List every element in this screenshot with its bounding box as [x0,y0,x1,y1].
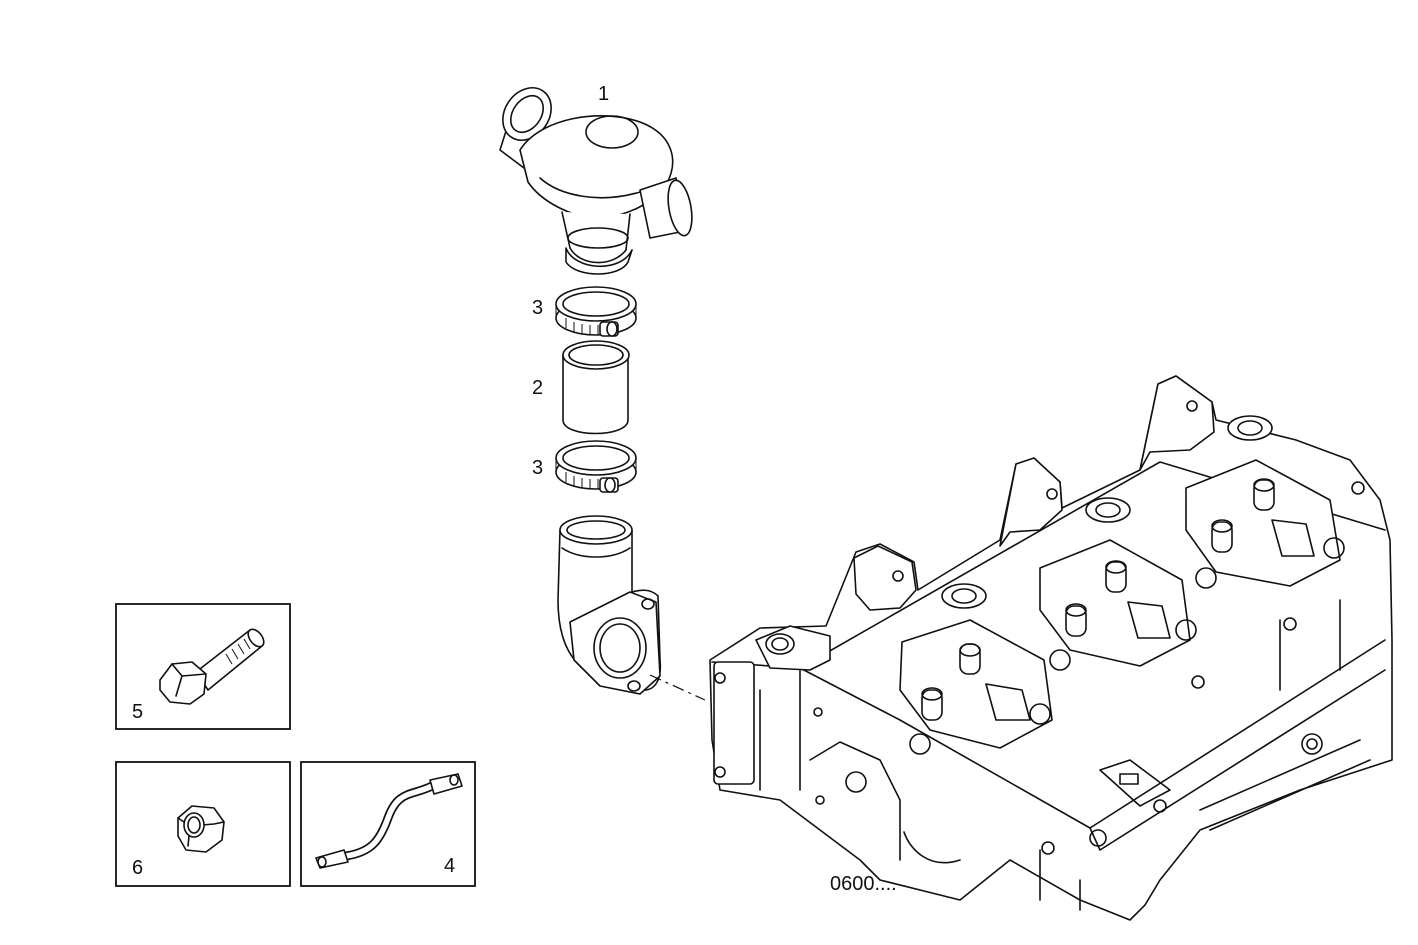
callout-5: 5 [132,701,143,723]
callout-6: 6 [132,857,143,879]
cylinder-head-assembly[interactable] [709,375,1393,921]
hex-nut-part[interactable] [177,805,225,853]
hose-clamp-upper-part[interactable] [555,286,637,337]
hex-bolt-part[interactable] [159,626,267,705]
callout-2: 2 [532,377,543,399]
nut-inset-box [115,761,291,887]
hose-clamp-lower-part[interactable] [555,440,637,493]
assembly-centerline [649,674,706,701]
callout-3-upper: 3 [532,297,543,319]
callout-4: 4 [444,855,455,877]
callout-1: 1 [598,83,609,105]
ground-cable-part[interactable] [315,773,463,869]
hose-sleeve-part[interactable] [562,340,630,435]
callout-3-lower: 3 [532,457,543,479]
reference-code: 0600.... [830,873,897,895]
coolant-elbow-fitting[interactable] [557,515,662,695]
thermostat-housing-part[interactable] [493,78,696,275]
